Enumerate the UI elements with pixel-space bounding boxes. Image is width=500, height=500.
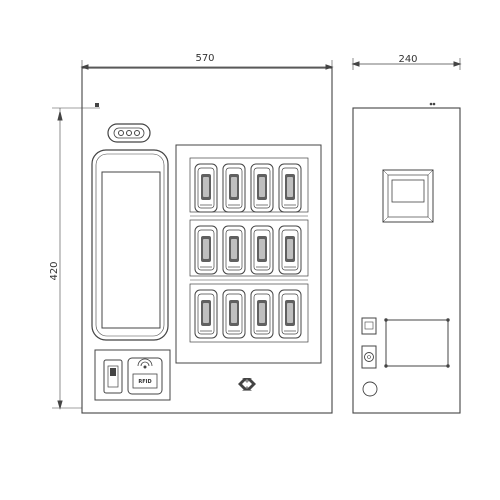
battery-slot (222, 225, 246, 275)
side-depth-label: 240 (398, 54, 417, 65)
side-view: 240 (351, 54, 462, 414)
indicator-light-3 (134, 130, 140, 136)
network-port (361, 317, 377, 335)
brand-logo (238, 378, 256, 391)
battery-slot (250, 163, 274, 213)
side-vent (362, 381, 378, 397)
battery-slot (222, 289, 246, 339)
front-cabinet-outline (81, 67, 333, 414)
battery-slot (278, 289, 302, 339)
front-width-label: 570 (195, 53, 214, 64)
front-height-label: 420 (49, 261, 60, 280)
side-cabinet-outline (352, 107, 461, 414)
indicator-lights-panel (107, 123, 151, 143)
touch-screen (91, 149, 169, 341)
side-handle (382, 169, 434, 223)
battery-slot (194, 225, 218, 275)
rfid-label: RFID (138, 379, 151, 385)
touch-screen-display (101, 171, 161, 329)
indicator-light-1 (118, 130, 124, 136)
charging-compartment (175, 144, 322, 364)
battery-slot (250, 225, 274, 275)
front-width-dimension: 570 (80, 53, 334, 74)
front-height-dimension: 420 (49, 103, 100, 410)
side-depth-dimension: 240 (351, 54, 462, 70)
battery-slot (222, 163, 246, 213)
rfid-reader: RFID (127, 357, 163, 395)
control-panel: RFID (94, 349, 171, 401)
battery-slot (278, 225, 302, 275)
front-view: 570 420 (49, 53, 334, 414)
battery-slot-grid (194, 163, 302, 339)
battery-slot (194, 163, 218, 213)
power-socket (361, 345, 377, 369)
battery-slot (194, 289, 218, 339)
indicator-light-2 (126, 130, 132, 136)
nameplate (384, 318, 450, 368)
battery-slot (278, 163, 302, 213)
battery-slot (250, 289, 274, 339)
power-switch (103, 359, 123, 394)
